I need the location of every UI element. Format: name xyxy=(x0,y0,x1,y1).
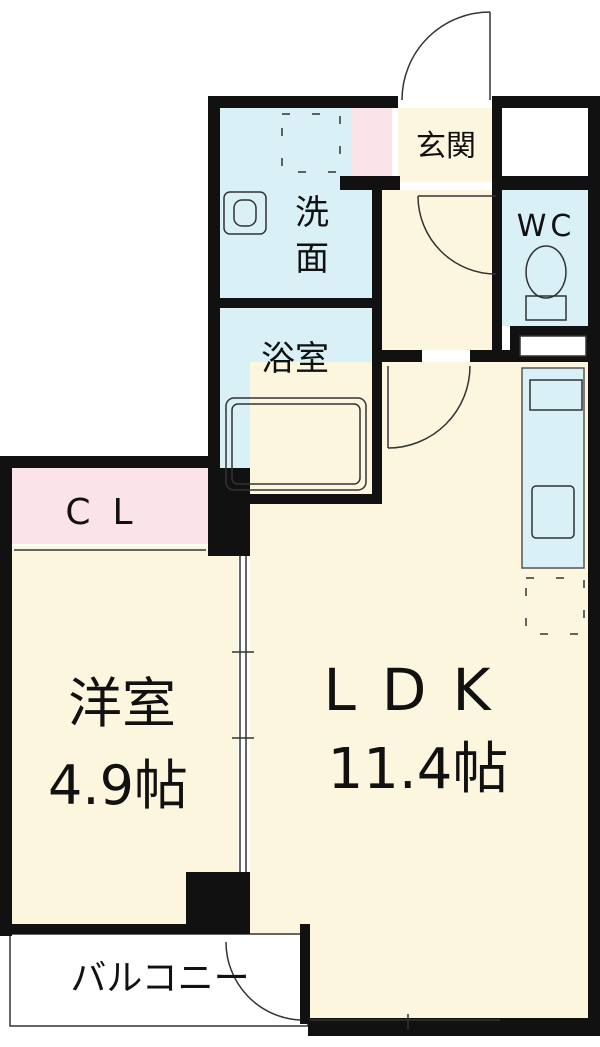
closet-floor xyxy=(12,468,208,544)
cl-label: CL xyxy=(65,492,154,533)
balcony-label: バルコニー xyxy=(70,958,249,999)
ldk-size: 11.4帖 xyxy=(328,737,509,802)
ldk-name: LDK xyxy=(323,656,516,724)
washroom-floor xyxy=(220,108,372,298)
wc-label: WC xyxy=(517,209,576,244)
entrance-pink xyxy=(352,108,392,182)
yoshitsu-size: 4.9帖 xyxy=(48,754,188,817)
hallway-floor xyxy=(382,190,496,350)
wc-floor xyxy=(502,190,590,326)
walls xyxy=(0,96,600,1036)
senmen-label-1: 洗 xyxy=(295,193,329,233)
genkan-label: 玄関 xyxy=(416,129,476,164)
yokushitsu-label: 浴室 xyxy=(261,339,329,379)
senmen-label-2: 面 xyxy=(295,239,329,279)
yoshitsu-name: 洋室 xyxy=(68,672,176,735)
wc-utility-box xyxy=(519,335,587,357)
fixtures xyxy=(14,11,585,1030)
western-room-floor xyxy=(12,546,238,924)
entrance-floor xyxy=(398,108,492,182)
